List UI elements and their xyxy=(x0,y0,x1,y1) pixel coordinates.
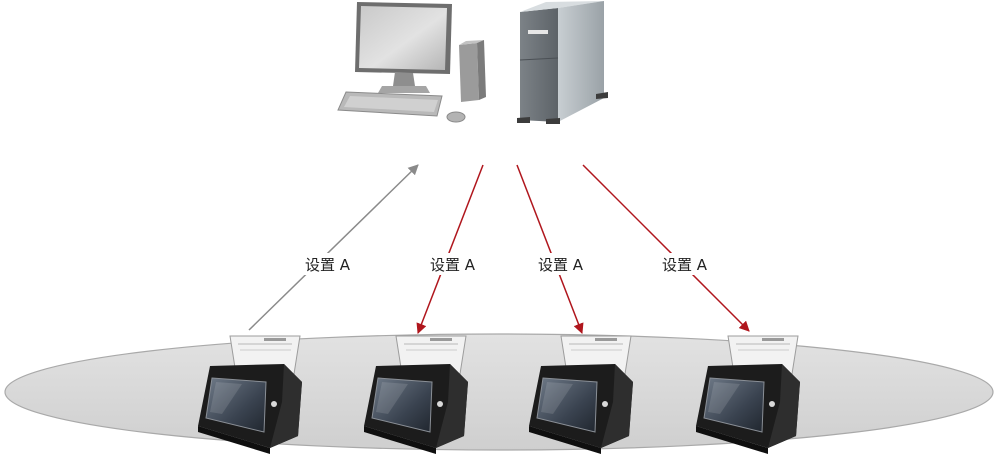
upload-arrow-label: 设置 A xyxy=(305,256,351,274)
scanner-group-platform xyxy=(4,333,994,451)
download-arrow-1-label: 设置 A xyxy=(430,256,476,274)
download-arrow-2-label: 设置 A xyxy=(538,256,584,274)
desktop-computer-icon xyxy=(337,2,486,123)
download-arrow-1 xyxy=(416,164,484,334)
download-arrow-3 xyxy=(582,164,750,332)
download-arrow-2 xyxy=(516,164,584,334)
upload-arrow xyxy=(248,164,419,331)
download-arrow-3-label: 设置 A xyxy=(662,256,708,274)
tower-server-icon xyxy=(517,1,608,124)
